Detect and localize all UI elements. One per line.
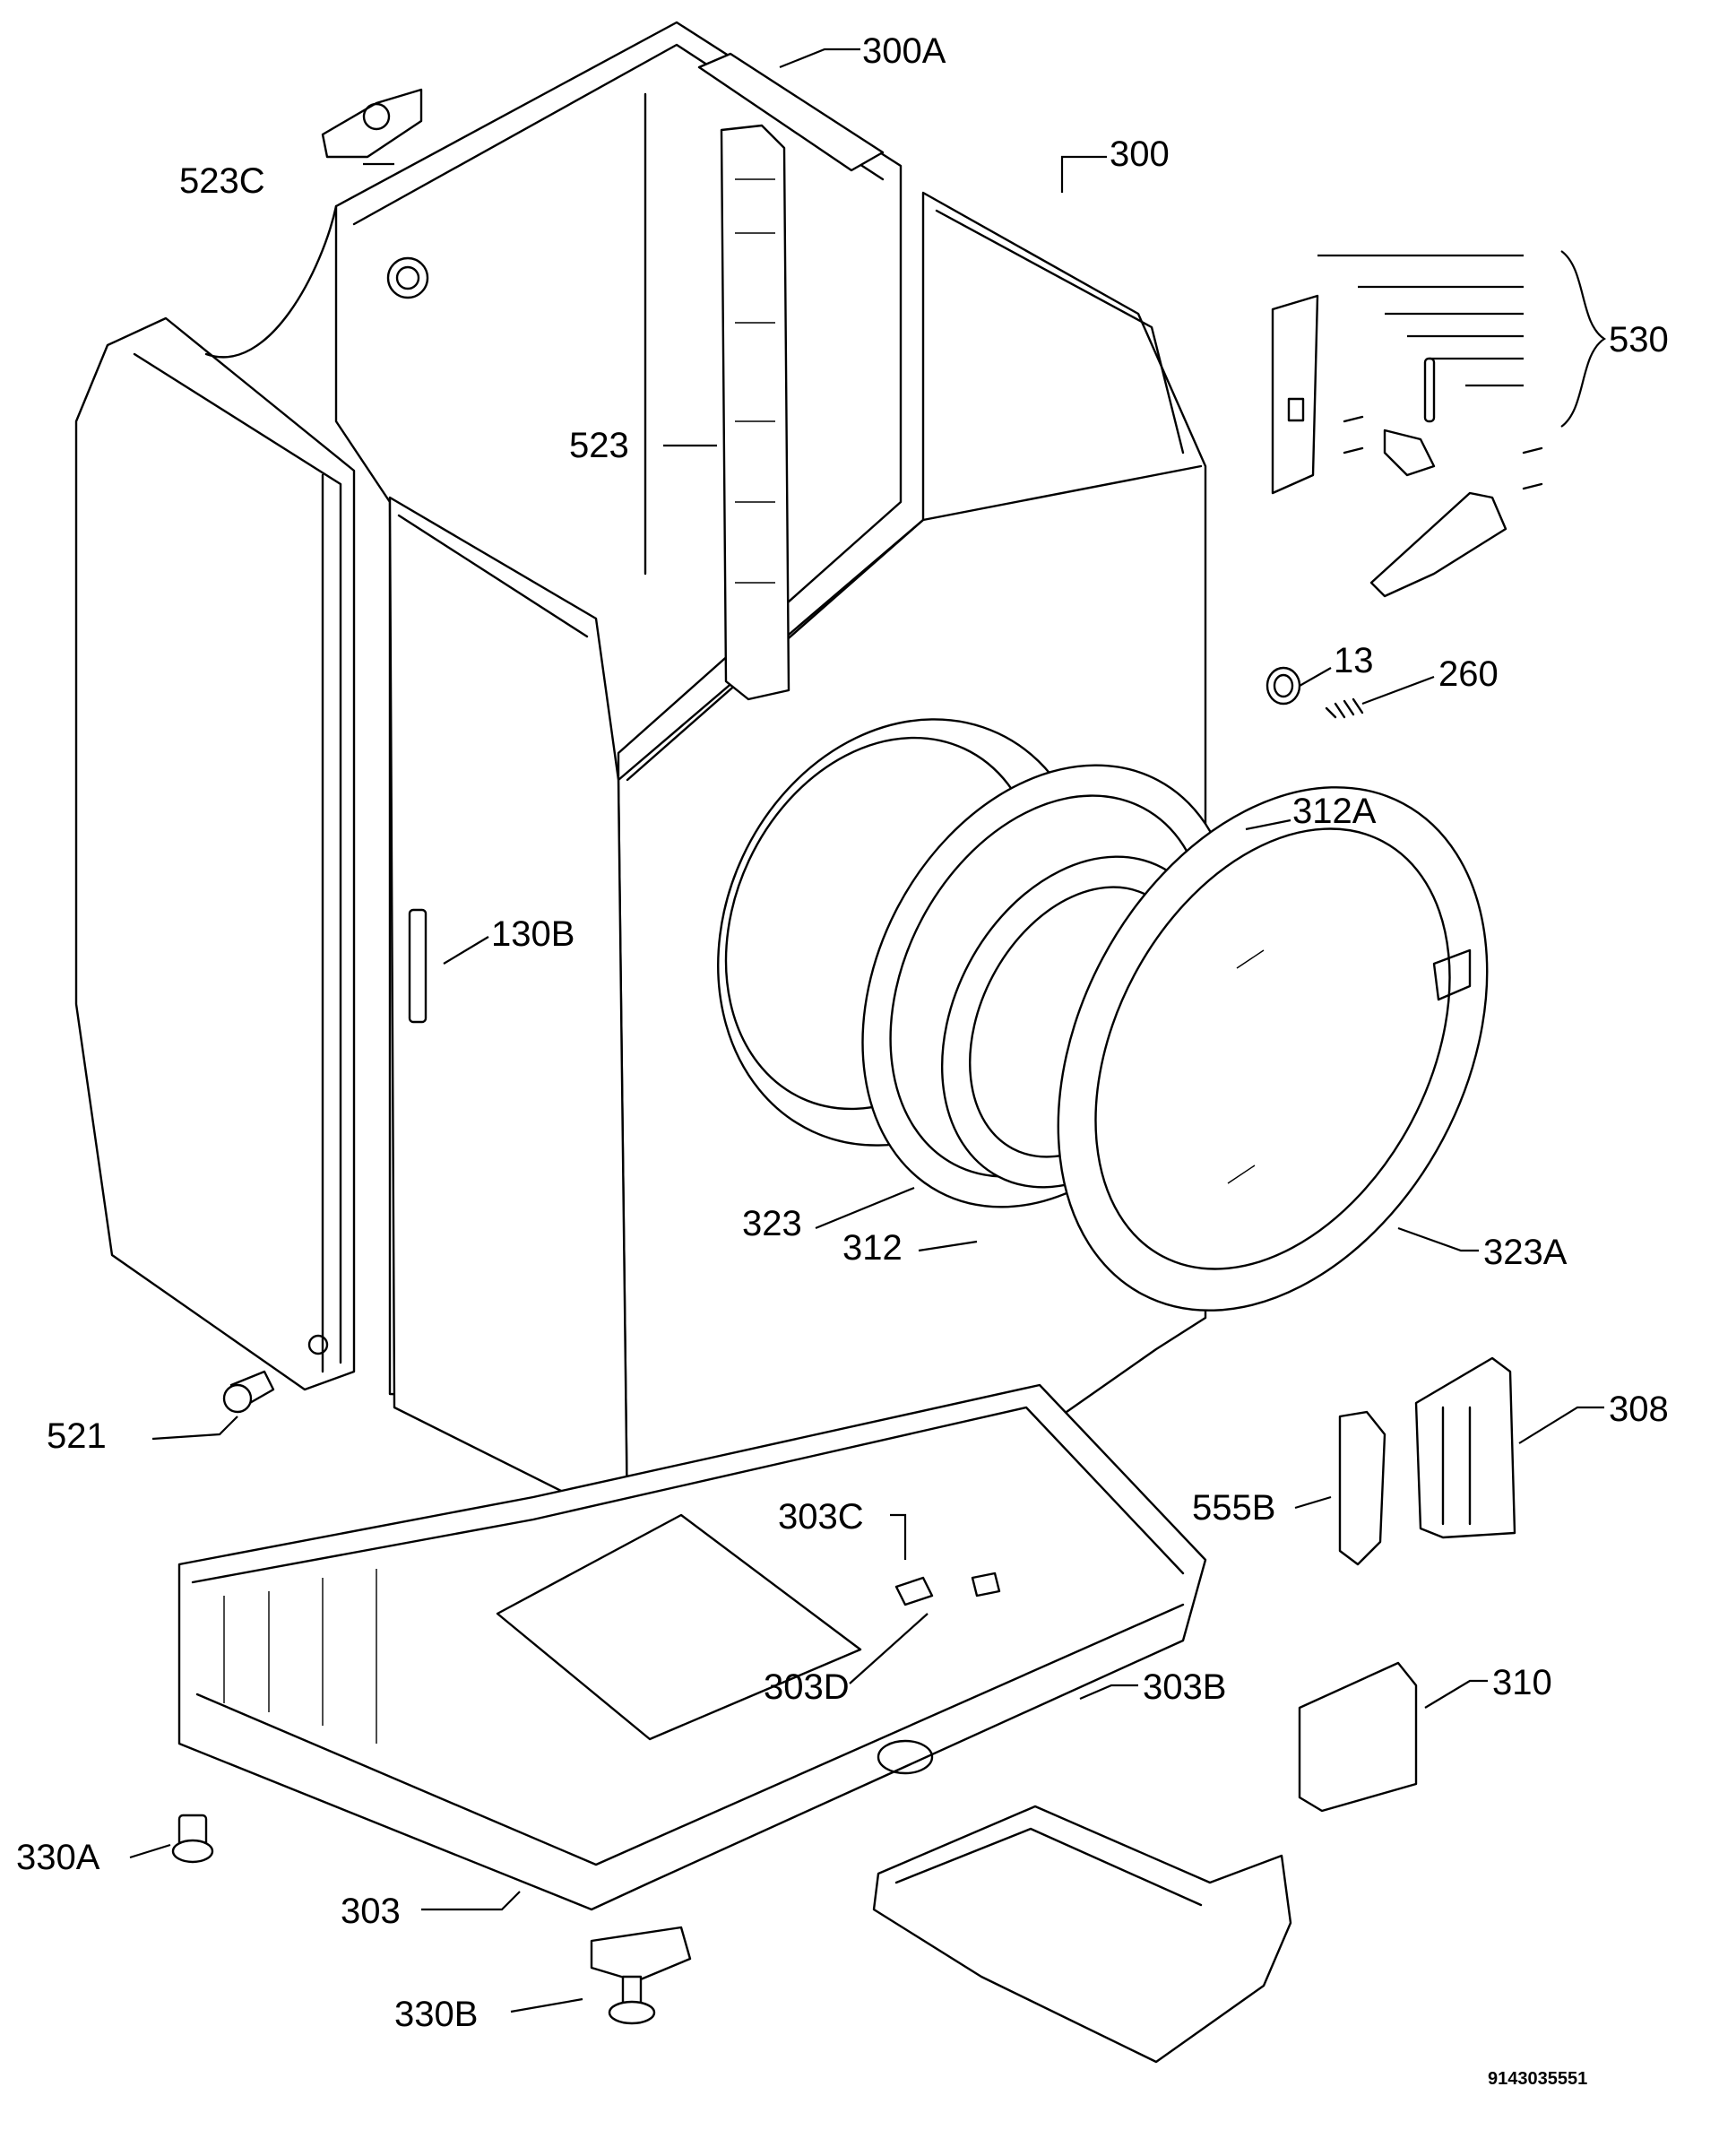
cover-310 bbox=[1298, 1661, 1418, 1813]
side-panel bbox=[74, 316, 356, 1391]
label-308: 308 bbox=[1609, 1390, 1669, 1429]
foot-330b bbox=[590, 1926, 692, 2025]
label-312: 312 bbox=[842, 1228, 903, 1268]
label-330b: 330B bbox=[394, 1995, 478, 2034]
leader-lines bbox=[129, 48, 1607, 2013]
label-303b: 303B bbox=[1143, 1667, 1226, 1707]
hinge-308 bbox=[1414, 1356, 1516, 1539]
label-300a: 300A bbox=[862, 31, 946, 71]
rear-bracket-523 bbox=[720, 124, 790, 701]
bracket-523c bbox=[321, 88, 423, 159]
screw-521 bbox=[222, 1370, 275, 1414]
base-frame-303 bbox=[177, 1383, 1207, 1911]
foot-330a bbox=[171, 1814, 214, 1864]
door-outer-ring-323a bbox=[1057, 786, 1489, 1312]
label-523: 523 bbox=[569, 426, 629, 465]
label-312a: 312A bbox=[1292, 792, 1377, 831]
label-523c: 523C bbox=[179, 161, 265, 201]
label-330a: 330A bbox=[16, 1838, 100, 1877]
seal-strip-300a bbox=[697, 52, 885, 172]
base-plate-303b bbox=[872, 1805, 1292, 2064]
hinge-plate-555b bbox=[1338, 1410, 1386, 1566]
spring-260 bbox=[1325, 697, 1364, 719]
cap-13 bbox=[1265, 666, 1301, 706]
drawing-number: 9143035551 bbox=[1488, 2069, 1587, 2089]
label-260: 260 bbox=[1438, 654, 1499, 694]
label-530: 530 bbox=[1609, 320, 1669, 359]
label-130b: 130B bbox=[491, 914, 574, 954]
label-323a: 323A bbox=[1483, 1233, 1568, 1272]
label-521: 521 bbox=[47, 1416, 107, 1456]
label-300: 300 bbox=[1110, 134, 1170, 174]
label-303c: 303C bbox=[778, 1497, 864, 1537]
label-555b: 555B bbox=[1192, 1488, 1275, 1528]
label-13: 13 bbox=[1334, 641, 1374, 680]
door-lock-kit-530 bbox=[1271, 294, 1543, 598]
label-303d: 303D bbox=[764, 1667, 850, 1707]
label-303: 303 bbox=[341, 1892, 401, 1931]
label-323: 323 bbox=[742, 1204, 802, 1243]
part-labels: 300A 523C 300 530 523 13 260 312A 130B 3… bbox=[16, 31, 1669, 2034]
label-310: 310 bbox=[1492, 1663, 1552, 1702]
